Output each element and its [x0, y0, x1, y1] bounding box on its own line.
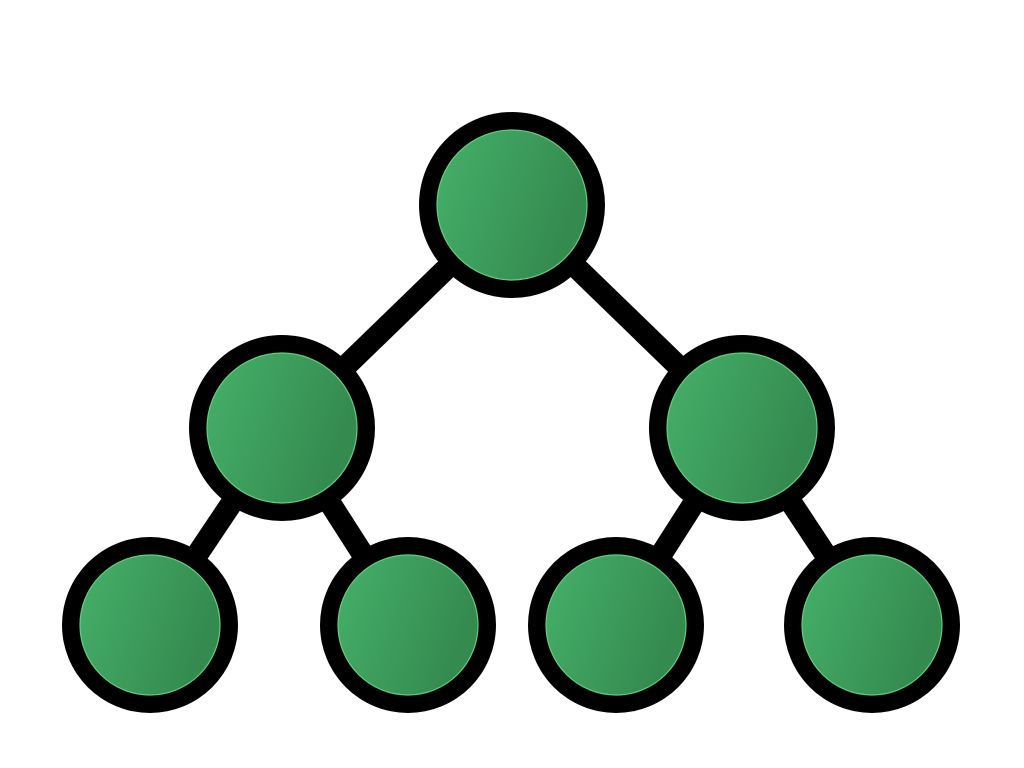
nodes: [62, 112, 960, 713]
node-fill: [545, 554, 687, 696]
node-fill: [337, 554, 479, 696]
node-fill: [79, 554, 221, 696]
node-fill: [801, 554, 943, 696]
tree-node-right-left: [528, 537, 704, 713]
tree-node-right: [649, 335, 835, 521]
node-fill: [206, 352, 358, 504]
tree-node-root: [419, 112, 605, 298]
tree-node-left: [189, 335, 375, 521]
node-fill: [436, 129, 588, 281]
tree-node-right-right: [784, 537, 960, 713]
node-fill: [666, 352, 818, 504]
tree-node-left-right: [320, 537, 496, 713]
tree-node-left-left: [62, 537, 238, 713]
